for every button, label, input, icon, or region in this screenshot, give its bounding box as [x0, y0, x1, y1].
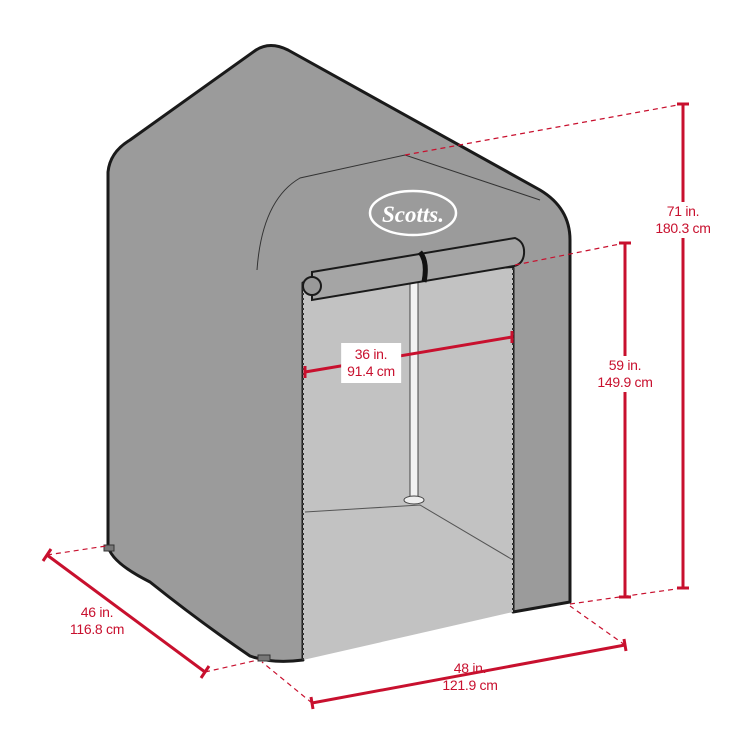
roll-end — [302, 276, 322, 296]
door-width-metric: 91.4 cm — [347, 363, 395, 379]
tick — [41, 548, 53, 562]
width-label: 48 in. 121.9 cm — [439, 659, 500, 695]
door-height-extension — [514, 242, 626, 266]
door-width-imperial: 36 in. — [354, 346, 388, 362]
width-imperial: 48 in. — [453, 660, 487, 676]
total-height-metric: 180.3 cm — [655, 220, 711, 236]
scotts-logo-oval — [368, 189, 458, 237]
height-extension-top — [404, 103, 684, 156]
center-pole — [409, 279, 419, 501]
door-height-metric: 149.9 cm — [597, 374, 653, 390]
pole-base — [403, 495, 425, 505]
total-height-imperial: 71 in. — [666, 203, 700, 219]
dimension-lines — [41, 102, 689, 710]
depth-label: 46 in. 116.8 cm — [67, 603, 127, 639]
tick — [622, 638, 628, 652]
depth-metric: 116.8 cm — [69, 621, 125, 637]
depth-imperial: 46 in. — [80, 604, 114, 620]
tick — [309, 696, 315, 710]
foot — [103, 544, 115, 552]
total-height-label: 71 in. 180.3 cm — [652, 202, 714, 238]
width-metric: 121.9 cm — [442, 677, 498, 693]
roof-seam — [256, 154, 541, 271]
door-height-label: 59 in. 149.9 cm — [594, 356, 656, 392]
depth-line — [46, 553, 206, 674]
depth-extension — [204, 659, 259, 673]
interior-floor-line — [304, 504, 514, 561]
width-line — [311, 643, 626, 705]
depth-extension — [46, 545, 107, 556]
foot — [257, 654, 271, 662]
tick — [199, 665, 211, 679]
rolled-door — [311, 236, 526, 302]
door-interior — [303, 268, 513, 660]
door-width-line — [304, 335, 513, 374]
scotts-logo: Scotts. — [382, 202, 444, 227]
roll-strap — [417, 250, 428, 283]
width-extension — [569, 605, 626, 646]
door-height-imperial: 59 in. — [608, 357, 642, 373]
door-width-label: 36 in. 91.4 cm — [341, 343, 401, 383]
width-extension — [261, 661, 313, 704]
